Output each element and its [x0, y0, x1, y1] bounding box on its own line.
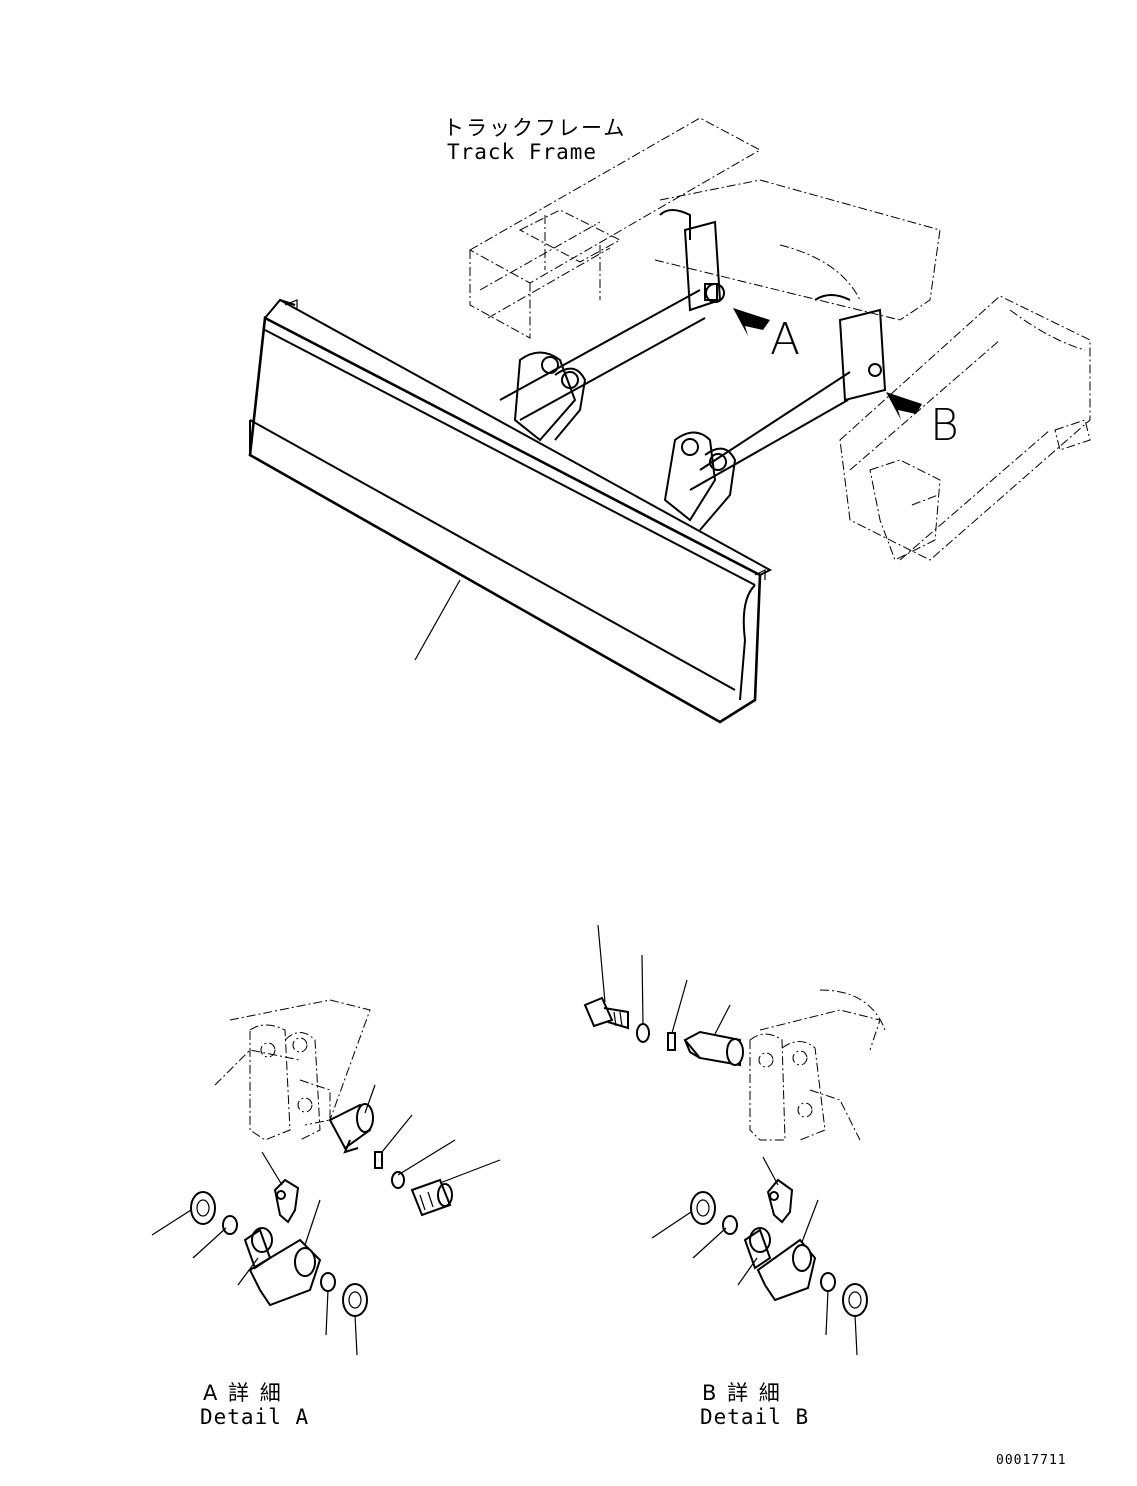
detail-a-drawing — [151, 999, 501, 1356]
blade-assembly — [248, 209, 887, 724]
drawing-number: 00017711 — [996, 1453, 1067, 1468]
track-frame-phantom — [468, 117, 1091, 561]
detail-a-title-en: Detail A — [200, 1405, 310, 1429]
track-frame-label-en: Track Frame — [447, 140, 598, 164]
detail-a-title-jp: A 詳 細 — [203, 1381, 283, 1405]
detail-b-title-en: Detail B — [700, 1405, 810, 1429]
detail-b-title-jp: B 詳 細 — [702, 1381, 782, 1405]
track-frame-label-jp: トラックフレーム — [443, 116, 627, 140]
callout-b-label: B — [930, 400, 959, 451]
arrow-a-icon — [733, 308, 770, 336]
callout-a-label: A — [770, 314, 801, 365]
callout-arrows — [733, 308, 922, 420]
arrow-b-icon — [886, 392, 922, 420]
detail-b-drawing — [583, 924, 886, 1356]
